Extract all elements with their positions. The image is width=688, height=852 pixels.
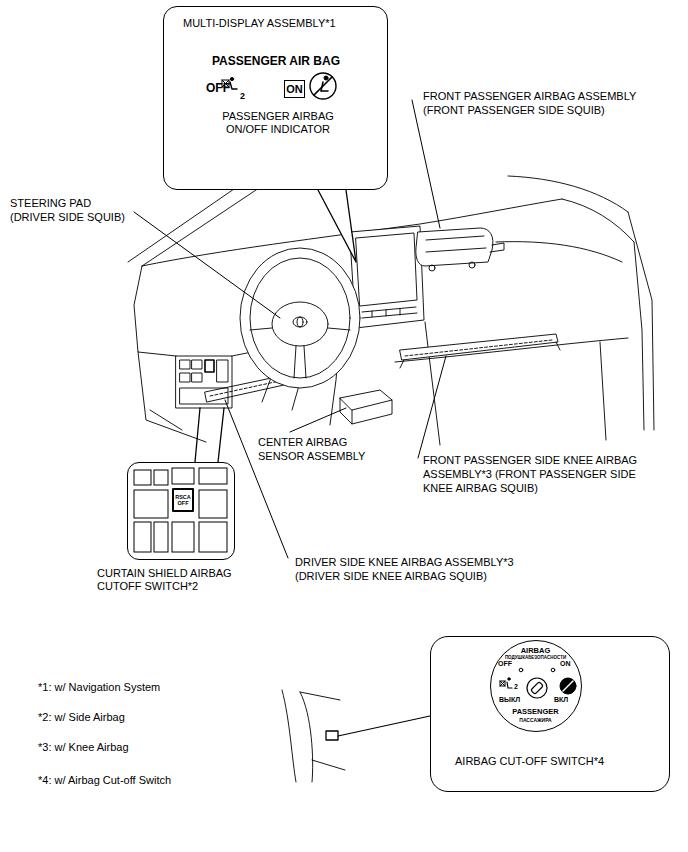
switch-dial: AIRBAGПОДУШКАБЕЗОПАСНОСТИOFF ON 2ВЫКЛ ВКЛ PA… [490,640,582,732]
node-text: 2 [514,683,518,691]
node-text: ВКЛ [554,696,568,704]
node-text: 2 [240,91,245,102]
node-text: ON [286,83,303,95]
node-text: PASSENGER AIRBAG ON/OFF INDICATOR [208,110,348,136]
part-label: FRONT PASSENGER AIRBAG ASSEMBLY (FRONT P… [423,89,658,117]
node-text: OFF [498,660,512,668]
node-text: PASSENGER [491,707,580,716]
part-label: CENTER AIRBAG SENSOR ASSEMBLY [258,435,378,463]
node-text: ПОДУШКАБЕЗОПАСНОСТИ [491,655,580,660]
part-label: STEERING PAD (DRIVER SIDE SQUIB) [10,196,134,224]
node-text: OFF [206,81,230,95]
node-text: AIRBAG [491,646,580,655]
footnote: *4: w/ Airbag Cut-off Switch [38,773,171,787]
indicator-box: ON [284,80,305,98]
node-text: ПАССАЖИРА [491,717,580,723]
callout-box: AIRBAG CUT-OFF SWITCH*4 AIRBAGПОДУШКАБЕЗО… [430,636,670,792]
callout-box: MULTI-DISPLAY ASSEMBLY*1PASSENGER AIR BA… [163,6,388,190]
node-text: MULTI-DISPLAY ASSEMBLY*1 [183,17,336,30]
switch-button: RSCA OFF [172,488,194,512]
part-label: FRONT PASSENGER SIDE KNEE AIRBAG ASSEMBL… [423,453,658,495]
node-text: AIRBAG CUT-OFF SWITCH*4 [455,755,604,768]
node-text: PASSENGER AIR BAG [212,54,340,68]
footnote: *3: w/ Knee Airbag [38,740,129,754]
callout-box: CURTAIN SHIELD AIRBAG CUTOFF SWITCH*2RSC… [127,462,235,560]
footnote: *1: w/ Navigation System [38,680,160,694]
footnote: *2: w/ Side Airbag [38,710,125,724]
node-text: ON [560,660,571,668]
node-text: CURTAIN SHIELD AIRBAG CUTOFF SWITCH*2 [97,567,252,593]
part-label: DRIVER SIDE KNEE AIRBAG ASSEMBLY*3 (DRIV… [295,555,555,583]
node-text: RSCA OFF [174,494,192,506]
node-text: ВЫКЛ [499,696,520,704]
